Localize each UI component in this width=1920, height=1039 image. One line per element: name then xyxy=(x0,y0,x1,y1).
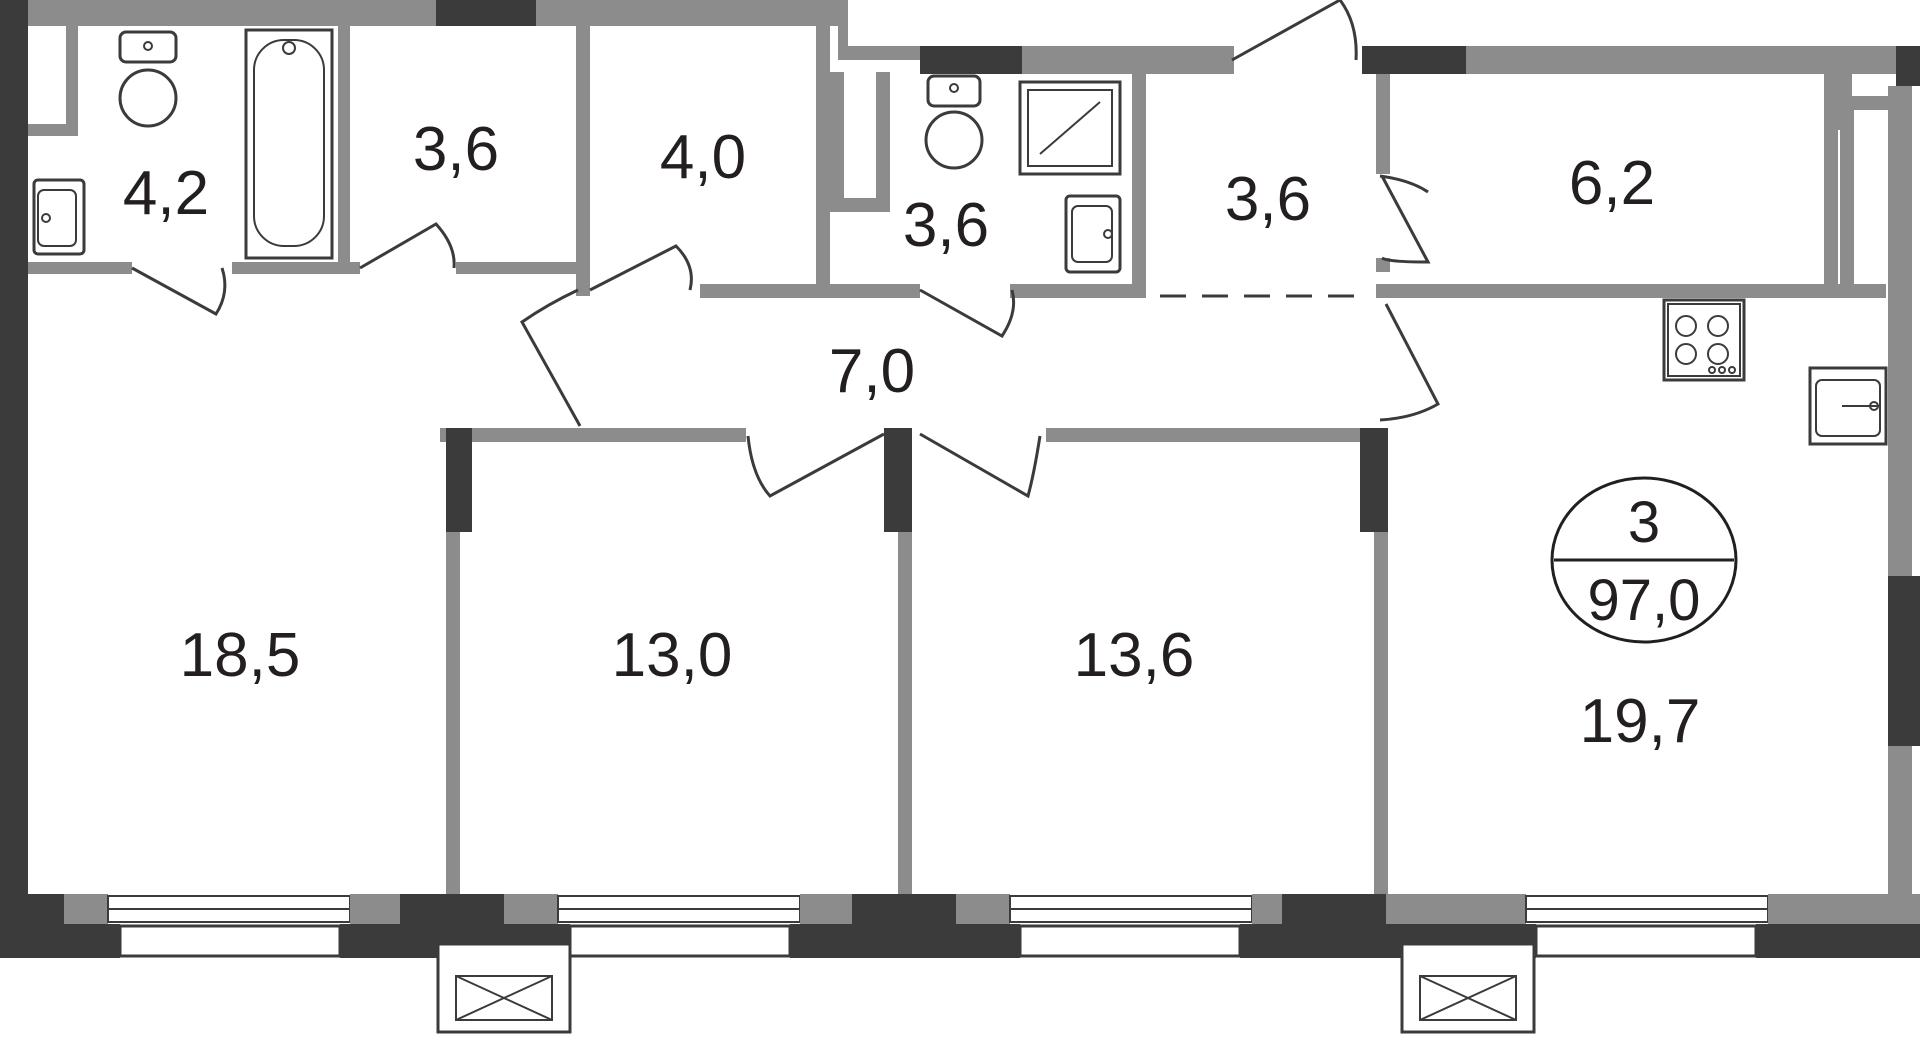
room-label-bedroom-1: 18,5 xyxy=(180,621,301,690)
outer-walls xyxy=(0,0,1920,925)
room-label-bedroom-2: 13,0 xyxy=(612,621,733,690)
rooms-count: 3 xyxy=(1628,490,1660,555)
interior-walls xyxy=(28,26,1886,894)
room-label-hallway: 7,0 xyxy=(829,337,915,406)
room-label-kitchen-living: 19,7 xyxy=(1580,687,1701,756)
room-label-bedroom-3: 13,6 xyxy=(1074,621,1195,690)
doors xyxy=(131,0,1440,499)
room-label-storage-1: 3,6 xyxy=(413,115,499,184)
ac-unit-right xyxy=(1400,942,1536,1034)
bathroom-fixtures xyxy=(32,28,334,260)
kitchen-fixtures xyxy=(1662,298,1888,446)
room-labels: 4,2 3,6 4,0 3,6 3,6 6,2 7,0 18,5 13,0 13… xyxy=(123,115,1700,756)
facade-windows xyxy=(0,894,1920,958)
room-label-shower-room: 3,6 xyxy=(903,191,989,260)
shower-room-fixtures xyxy=(924,74,1122,274)
total-area: 97,0 xyxy=(1588,568,1701,633)
ac-unit-left xyxy=(436,942,572,1034)
room-label-entry: 3,6 xyxy=(1225,165,1311,234)
room-label-bathroom: 4,2 xyxy=(123,159,209,228)
room-label-storage-2: 4,0 xyxy=(660,123,746,192)
room-label-balcony-room: 6,2 xyxy=(1569,149,1655,218)
summary-badge: 3 97,0 xyxy=(1550,476,1738,644)
